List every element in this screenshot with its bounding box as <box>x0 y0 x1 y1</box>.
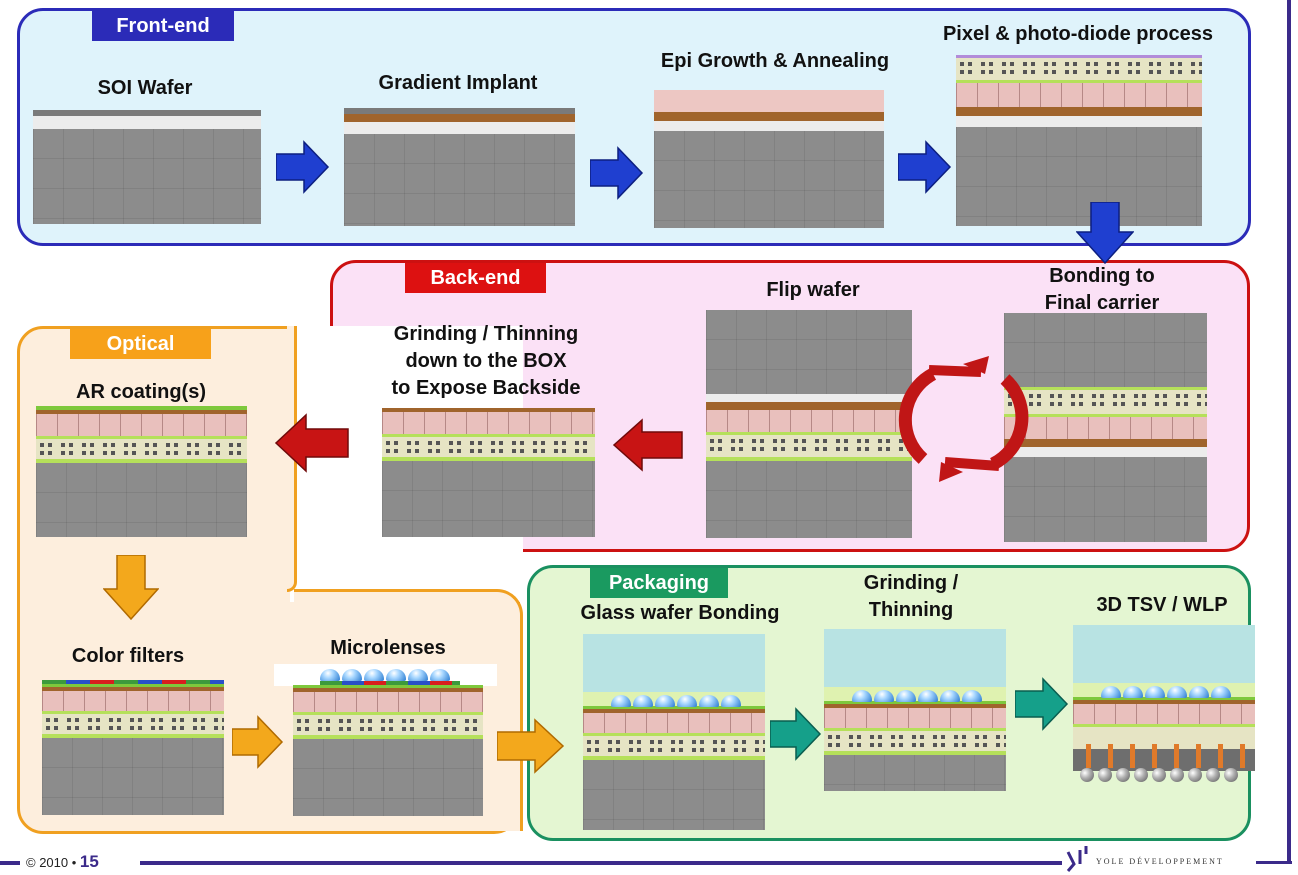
wafer-gradient-implant <box>344 108 575 226</box>
lens-icon <box>386 669 406 681</box>
lens-icon <box>852 690 872 702</box>
solder-bump-icon <box>1080 768 1094 782</box>
step-grinding-box-label: Grinding / Thinning down to the BOX to E… <box>391 323 581 399</box>
lens-icon <box>962 690 982 702</box>
right-edge-line <box>1287 0 1291 862</box>
yole-logo-icon <box>1066 846 1088 872</box>
footer-copyright: © 2010 • 15 <box>26 852 99 872</box>
solder-bump-icon <box>1206 768 1220 782</box>
lens-icon <box>430 669 450 681</box>
lens-icon <box>342 669 362 681</box>
wafer-soi <box>33 110 261 224</box>
lens-icon <box>633 695 653 707</box>
tsv-row <box>1086 744 1262 768</box>
lens-icon <box>408 669 428 681</box>
arrow-right-icon <box>276 140 330 194</box>
step-glass-bonding-label: Glass wafer Bonding <box>580 602 780 624</box>
wafer-tsv-wlp <box>1073 625 1255 771</box>
wafer-pixel-process <box>956 55 1202 226</box>
lens-icon <box>1167 686 1187 698</box>
lens-icon <box>918 690 938 702</box>
lens-icon <box>940 690 960 702</box>
backend-tag: Back-end <box>405 263 546 293</box>
footer-line-right <box>1256 861 1292 864</box>
arrow-right-icon <box>232 715 284 769</box>
wafer-flip <box>706 310 912 538</box>
lens-icon <box>1189 686 1209 698</box>
wafer-microlenses <box>293 681 483 816</box>
footer-page-number: 15 <box>79 852 99 871</box>
lens-icon <box>699 695 719 707</box>
microlens-row <box>320 669 452 681</box>
lens-icon <box>320 669 340 681</box>
wafer-bonding <box>1004 313 1207 542</box>
arrow-down-icon <box>1076 202 1134 264</box>
solder-bump-icon <box>1224 768 1238 782</box>
arrow-left-icon <box>274 413 349 473</box>
footer-company: YOLE DÉVELOPPEMENT <box>1096 857 1224 866</box>
lens-icon <box>1145 686 1165 698</box>
wafer-epi-growth <box>654 90 884 228</box>
lens-icon <box>721 695 741 707</box>
lens-icon <box>896 690 916 702</box>
arrow-right-icon <box>1015 677 1069 731</box>
solder-bump-row <box>1080 768 1242 782</box>
step-epi-growth-label: Epi Growth & Annealing <box>660 50 890 72</box>
solder-bump-icon <box>1170 768 1184 782</box>
step-color-filters-label: Color filters <box>71 645 185 667</box>
step-gradient-implant-label: Gradient Implant <box>378 72 538 94</box>
step-soi-wafer-label: SOI Wafer <box>97 77 193 99</box>
arrow-left-icon <box>612 418 683 472</box>
arrow-right-icon <box>898 140 952 194</box>
wafer-glass-bonding <box>583 634 765 830</box>
step-tsv-wlp-label: 3D TSV / WLP <box>1096 594 1228 616</box>
solder-bump-icon <box>1098 768 1112 782</box>
wafer-grinding-box <box>382 408 595 537</box>
packaging-tag: Packaging <box>590 568 728 598</box>
optical-panel-notch-border2 <box>294 589 523 619</box>
lens-icon <box>677 695 697 707</box>
lens-icon <box>1211 686 1231 698</box>
step-pixel-process-label: Pixel & photo-diode process <box>942 23 1214 45</box>
solder-bump-icon <box>1188 768 1202 782</box>
step-microlenses-label: Microlenses <box>330 637 446 659</box>
wafer-color-filters <box>42 680 224 815</box>
flip-rotate-icon <box>898 356 1029 482</box>
footer-line-main <box>140 861 1062 865</box>
lens-icon <box>1101 686 1121 698</box>
lens-icon <box>1123 686 1143 698</box>
arrow-right-icon <box>770 707 822 761</box>
arrow-down-icon <box>103 555 159 621</box>
lens-icon <box>611 695 631 707</box>
frontend-tag: Front-end <box>92 11 234 41</box>
footer-copyright-text: © 2010 • <box>26 855 77 870</box>
solder-bump-icon <box>1134 768 1148 782</box>
step-grinding-thinning-label: Grinding / Thinning <box>863 572 959 621</box>
lens-icon <box>364 669 384 681</box>
microlens-row <box>611 695 743 707</box>
arrow-right-icon <box>590 146 644 200</box>
solder-bump-icon <box>1152 768 1166 782</box>
lens-icon <box>874 690 894 702</box>
lens-icon <box>655 695 675 707</box>
wafer-ar-coating <box>36 406 247 537</box>
step-flip-wafer-label: Flip wafer <box>766 279 860 301</box>
optical-tag: Optical <box>70 329 211 359</box>
microlens-row <box>852 690 984 702</box>
footer-line-left <box>0 861 20 865</box>
step-bonding-label: Bonding to Final carrier <box>1044 265 1160 314</box>
wafer-grinding-thinning <box>824 629 1006 791</box>
microlens-row <box>1101 686 1233 698</box>
arrow-right-icon <box>497 718 565 774</box>
step-ar-coating-label: AR coating(s) <box>76 381 206 403</box>
solder-bump-icon <box>1116 768 1130 782</box>
